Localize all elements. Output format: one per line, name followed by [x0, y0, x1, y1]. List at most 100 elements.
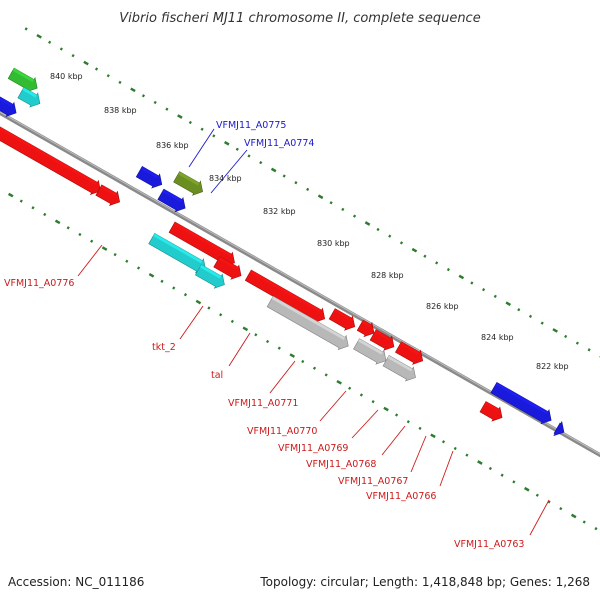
inner-track-tick-mark	[125, 259, 129, 263]
cds-green-1-highlight	[12, 68, 35, 83]
inner-track-tick-mark	[383, 406, 389, 412]
tick-label-826: 826 kbp	[426, 302, 459, 311]
chromosome-backbone	[0, 110, 600, 458]
leader-vfmj11-a0766	[439, 450, 454, 487]
inner-track-tick-mark	[160, 279, 164, 283]
gene-label-vfmj11-a0776: VFMJ11_A0776	[4, 278, 74, 289]
outer-track-tick-mark	[165, 107, 169, 111]
outer-track-tick-mark	[106, 74, 110, 78]
outer-track-tick-mark	[364, 221, 371, 226]
outer-track-tick-mark	[153, 100, 157, 105]
cds-blue-1-highlight	[0, 96, 14, 107]
outer-track-tick-mark	[200, 127, 204, 131]
cds-cyan-tkt-2-highlight	[153, 233, 203, 264]
inner-track-tick-mark	[359, 393, 363, 397]
outer-track-tick-mark	[587, 348, 591, 352]
outer-track-tick-mark	[575, 341, 579, 345]
inner-track-tick-mark	[113, 252, 117, 257]
cds-blue-3-highlight	[495, 382, 549, 415]
feature-group	[0, 67, 565, 437]
tick-label-828: 828 kbp	[371, 271, 404, 280]
outer-track-tick-mark	[306, 187, 310, 192]
gene-label-group: VFMJ11_A0775 VFMJ11_A0774 VFMJ11_A0776 t…	[4, 120, 524, 550]
cds-red-7	[395, 341, 424, 365]
inner-track-tick-mark	[242, 326, 249, 332]
inner-track-tick-mark	[348, 386, 352, 390]
leader-tkt-2	[179, 305, 204, 340]
leader-vfmj11-a0763	[529, 499, 550, 536]
inner-track-tick-mark	[453, 446, 457, 451]
cds-red-6-highlight	[374, 329, 391, 341]
cds-cyan-1	[17, 87, 41, 108]
cds-red-vfmj11-a0776-highlight	[0, 126, 98, 185]
outer-track-tick-mark	[482, 288, 486, 292]
outer-track-tick-mark	[435, 261, 439, 265]
inner-track-tick-mark	[371, 400, 375, 404]
outer-track-tick-mark	[294, 181, 298, 185]
inner-track-tick-mark	[395, 413, 399, 417]
cds-red-2	[95, 184, 121, 206]
map-title: Vibrio fischeri MJ11 chromosome II, comp…	[119, 11, 480, 26]
gene-label-vfmj11-a0763: VFMJ11_A0763	[454, 539, 524, 550]
inner-track-tick-mark	[183, 293, 188, 297]
gene-label-vfmj11-a0767: VFMJ11_A0767	[338, 476, 408, 487]
cds-blue-2	[157, 188, 186, 213]
outer-track-tick-mark	[94, 67, 99, 71]
inner-track-tick-mark	[570, 513, 577, 519]
outer-track-tick-mark	[270, 167, 277, 173]
tick-label-834: 834 kbp	[209, 174, 242, 183]
cds-red-3-highlight	[173, 221, 232, 257]
inner-track-tick-mark	[324, 373, 328, 377]
outer-track-tick-mark	[376, 227, 380, 232]
cds-red-2-highlight	[100, 184, 117, 196]
inner-track-tick-mark	[148, 272, 155, 278]
outer-track-tick-mark	[399, 241, 404, 245]
inner-track-tick-mark	[277, 346, 281, 350]
outer-track-tick-mark	[118, 80, 122, 85]
inner-track-tick-mark	[512, 480, 516, 484]
tick-track-group	[7, 27, 600, 531]
cds-gray-vfmj11-a0768	[353, 338, 387, 365]
inner-track-tick-mark	[465, 453, 469, 457]
inner-track-tick-mark	[43, 212, 47, 217]
outer-track-tick-mark	[130, 87, 136, 93]
gene-label-vfmj11-a0769: VFMJ11_A0769	[278, 443, 348, 454]
inner-track-tick-mark	[230, 319, 234, 324]
outer-track-tick-mark	[564, 334, 568, 339]
cds-red-vfmj11-a0763-highlight	[484, 401, 499, 412]
outer-track-tick-mark	[317, 194, 324, 200]
cds-blue-vfmj11-a0775-highlight	[140, 166, 159, 179]
inner-track-tick-mark	[7, 192, 14, 198]
leader-tal	[228, 332, 251, 367]
cds-olive-vfmj11-a0774	[173, 171, 203, 196]
inner-track-tick-mark	[559, 506, 563, 511]
outer-track-tick-mark	[24, 27, 28, 31]
leader-vfmj11-a0770	[319, 390, 347, 422]
inner-track-tick-mark	[524, 486, 530, 492]
cds-gray-vfmj11-a0768-highlight	[357, 338, 383, 355]
outer-track-tick-mark	[71, 54, 75, 58]
cds-blue-vfmj11-a0775	[135, 166, 163, 189]
tick-label-group: 840 kbp 838 kbp 836 kbp 834 kbp 832 kbp …	[50, 72, 569, 371]
inner-track-tick-mark	[336, 379, 342, 385]
outer-track-tick-mark	[36, 33, 42, 39]
inner-track-tick-mark	[254, 333, 258, 337]
backbone-line	[0, 110, 600, 458]
tick-label-836: 836 kbp	[156, 141, 189, 150]
gene-label-vfmj11-a0766: VFMJ11_A0766	[366, 491, 436, 502]
cds-red-tal-highlight	[218, 256, 238, 270]
outer-track-tick-mark	[388, 234, 392, 238]
inner-track-tick-mark	[488, 466, 492, 471]
outer-track-tick-mark	[493, 294, 497, 298]
inner-track-tick-mark	[441, 440, 446, 444]
cds-gray-vfmj11-a0770-highlight	[271, 296, 346, 340]
inner-track-tick-mark	[19, 199, 23, 203]
inner-track-tick-mark	[418, 426, 422, 431]
inner-track-tick-mark	[54, 219, 61, 225]
leader-vfmj11-a0776	[77, 244, 103, 277]
inner-track-tick-mark	[406, 420, 410, 424]
tick-label-832: 832 kbp	[263, 207, 296, 216]
outer-track-tick-mark	[552, 328, 558, 333]
cds-blue-2-highlight	[162, 189, 183, 203]
outer-track-tick-mark	[177, 114, 183, 119]
